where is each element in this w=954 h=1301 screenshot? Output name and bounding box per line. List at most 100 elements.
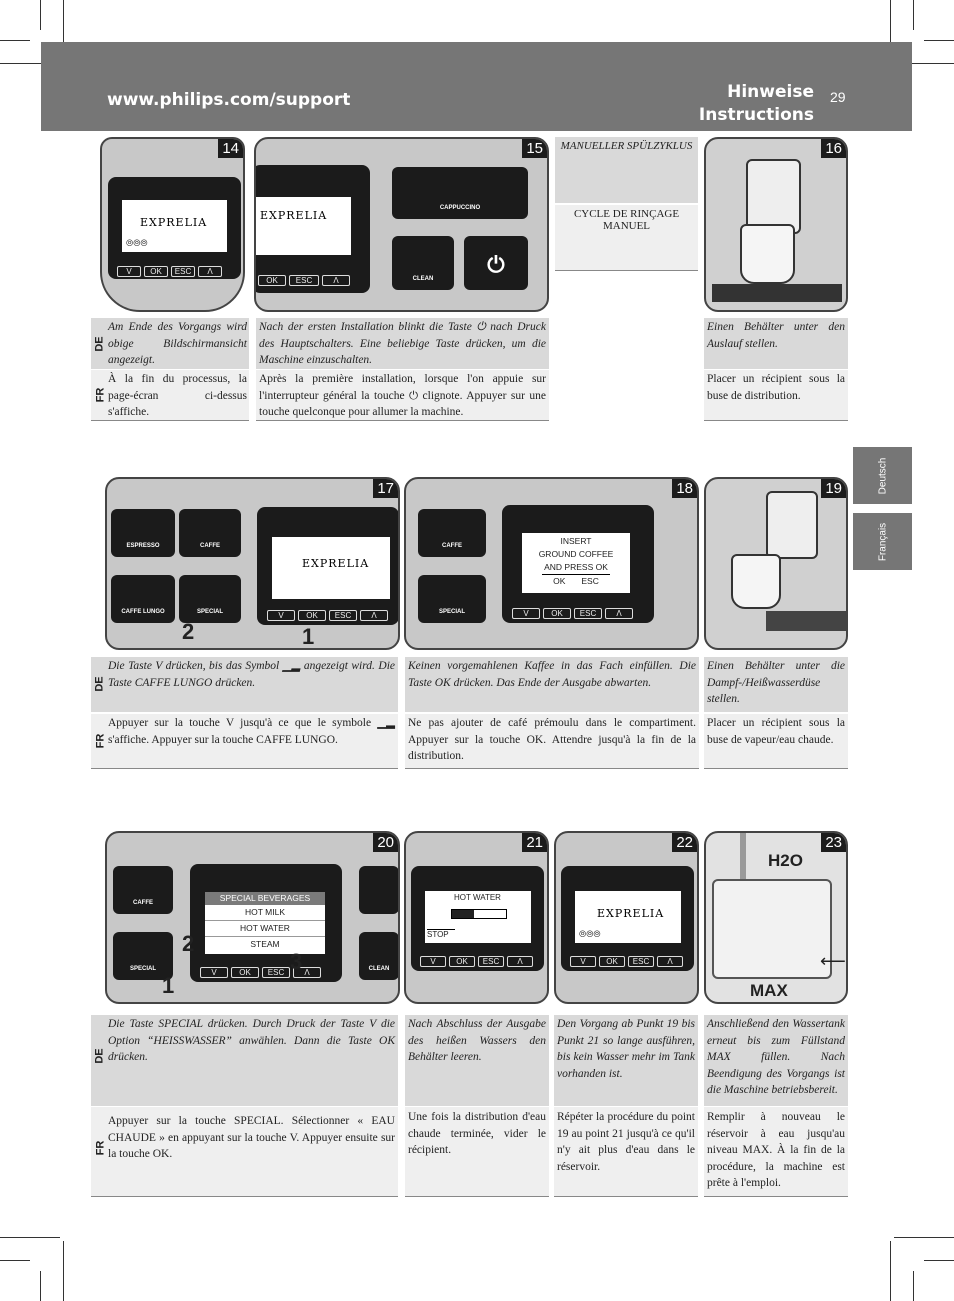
water-tank	[712, 879, 832, 979]
down-key[interactable]: V	[570, 956, 596, 967]
esc-key[interactable]: ESC	[262, 967, 290, 978]
esc-key[interactable]: ESC	[574, 608, 602, 619]
stop-label[interactable]: STOP	[427, 929, 455, 939]
caffe-button[interactable]: CAFFE	[418, 509, 486, 557]
display-panel: EXPRELIA ⦾⦾⦾ V OK ESC Λ	[108, 177, 241, 279]
crop-mark	[913, 0, 914, 30]
lang-de: DE	[93, 336, 106, 352]
ok-key[interactable]: OK	[258, 275, 286, 286]
crop-mark	[890, 1241, 891, 1301]
down-key[interactable]: V	[200, 967, 228, 978]
section-heading: MANUELLER SPÜLZYKLUS CYCLE DE RINÇAGE MA…	[555, 137, 698, 272]
step-number: 22	[672, 833, 697, 852]
step-19-text-fr: Placer un récipient sous la buse de vape…	[704, 714, 848, 769]
step-number: 16	[821, 139, 846, 158]
step-20-illustration: 20 CAFFE SPECIAL SPECIAL BEVERAGES HOT M…	[105, 831, 400, 1004]
down-key[interactable]: V	[267, 610, 295, 621]
exprelia-logo: EXPRELIA	[302, 557, 370, 570]
up-key[interactable]: Λ	[605, 608, 633, 619]
up-key[interactable]: Λ	[198, 266, 222, 277]
up-key[interactable]: Λ	[293, 967, 321, 978]
display-panel: EXPRELIA OK ESC Λ	[256, 165, 370, 293]
menu-item[interactable]: STEAM	[250, 939, 280, 949]
display-screen: EXPRELIA ⦾⦾⦾	[575, 891, 681, 943]
side-tab-francais[interactable]: Français	[853, 513, 912, 570]
crop-mark	[0, 40, 30, 41]
esc-key[interactable]: ESC	[289, 275, 319, 286]
clean-button[interactable]: CLEAN	[392, 236, 454, 290]
caffe-button[interactable]: CAFFE	[113, 866, 173, 914]
max-label: MAX	[750, 981, 788, 1000]
section-heading-de: MANUELLER SPÜLZYKLUS	[555, 137, 698, 203]
screen-line: GROUND COFFEE	[538, 549, 614, 559]
ok-key[interactable]: OK	[599, 956, 625, 967]
page-title: Hinweise Instructions	[699, 81, 814, 127]
step-14-text-de: Am Ende des Vorgangs wird obige Bildschi…	[91, 318, 249, 369]
step-19-illustration: 19	[704, 477, 848, 650]
callout-2: 2	[182, 931, 195, 956]
beans-icon: ⦾⦾⦾	[579, 929, 601, 939]
down-key[interactable]: V	[117, 266, 141, 277]
clean-button[interactable]: CLEAN	[359, 932, 398, 980]
ok-key[interactable]: OK	[543, 608, 571, 619]
progress-fill	[452, 910, 474, 918]
special-button[interactable]: SPECIAL	[113, 932, 173, 980]
side-button[interactable]	[359, 866, 398, 914]
display-panel: SPECIAL BEVERAGES HOT MILK HOT WATER STE…	[190, 864, 342, 982]
power-button[interactable]: ⏻	[464, 236, 528, 290]
esc-key[interactable]: ESC	[628, 956, 654, 967]
ok-key[interactable]: OK	[144, 266, 168, 277]
crop-mark	[63, 1241, 64, 1301]
cappuccino-button[interactable]: CAPPUCCINO	[392, 167, 528, 219]
down-key[interactable]: V	[512, 608, 540, 619]
keypad: V OK ESC Λ	[267, 610, 388, 621]
step-21-text-fr: Une fois la distribution d'eau chaude te…	[405, 1107, 549, 1197]
step-16-illustration: 16	[704, 137, 848, 312]
exprelia-logo: EXPRELIA	[260, 209, 328, 222]
special-button[interactable]: SPECIAL	[418, 575, 486, 623]
support-url[interactable]: www.philips.com/support	[107, 90, 351, 110]
caffe-button[interactable]: CAFFE	[179, 509, 241, 557]
step-14-illustration: 14 EXPRELIA ⦾⦾⦾ V OK ESC Λ	[100, 137, 245, 312]
step-number: 19	[821, 479, 846, 498]
screen-line: AND PRESS OK	[544, 562, 608, 572]
step-number: 21	[522, 833, 547, 852]
crop-mark	[894, 1237, 954, 1238]
up-key[interactable]: Λ	[507, 956, 533, 967]
up-key[interactable]: Λ	[322, 275, 350, 286]
water-stream	[740, 833, 746, 893]
up-key[interactable]: Λ	[657, 956, 683, 967]
step-16-text-fr: Placer un récipient sous la buse de dist…	[704, 370, 848, 421]
special-button[interactable]: SPECIAL	[179, 575, 241, 623]
crop-mark	[40, 0, 41, 30]
espresso-button[interactable]: ESPRESSO	[111, 509, 175, 557]
step-20-text-de: Die Taste SPECIAL drücken. Durch Druck d…	[91, 1015, 398, 1106]
screen-title: HOT WATER	[454, 893, 501, 902]
step-15-text-fr: Après la première installation, lorsque …	[256, 370, 549, 421]
ok-key[interactable]: OK	[298, 610, 326, 621]
crop-mark	[894, 63, 954, 64]
keypad: OK ESC Λ	[258, 275, 350, 286]
menu-item[interactable]: HOT MILK	[205, 905, 325, 921]
title-fr: Instructions	[698, 105, 814, 125]
keypad: V OK ESC Λ	[200, 967, 321, 978]
ok-key[interactable]: OK	[231, 967, 259, 978]
ok-key[interactable]: OK	[449, 956, 475, 967]
display-panel: EXPRELIA V OK ESC Λ	[257, 507, 398, 625]
menu-item[interactable]: HOT WATER	[205, 921, 325, 937]
down-key[interactable]: V	[420, 956, 446, 967]
side-tab-deutsch[interactable]: Deutsch	[853, 447, 912, 504]
lang-de: DE	[93, 676, 106, 692]
keypad: V OK ESC Λ	[117, 266, 222, 277]
step-number: 14	[218, 139, 243, 158]
step-number: 15	[522, 139, 547, 158]
step-17-text-de: Die Taste V drücken, bis das Symbol ▁▂ a…	[91, 657, 398, 712]
esc-key[interactable]: ESC	[329, 610, 357, 621]
screen-line: INSERT	[560, 536, 592, 546]
esc-key[interactable]: ESC	[478, 956, 504, 967]
up-key[interactable]: Λ	[360, 610, 388, 621]
esc-key[interactable]: ESC	[171, 266, 195, 277]
caffe-lungo-button[interactable]: CAFFE LUNGO	[111, 575, 175, 623]
step-21-illustration: 21 HOT WATER STOP V OK ESC Λ	[404, 831, 549, 1004]
